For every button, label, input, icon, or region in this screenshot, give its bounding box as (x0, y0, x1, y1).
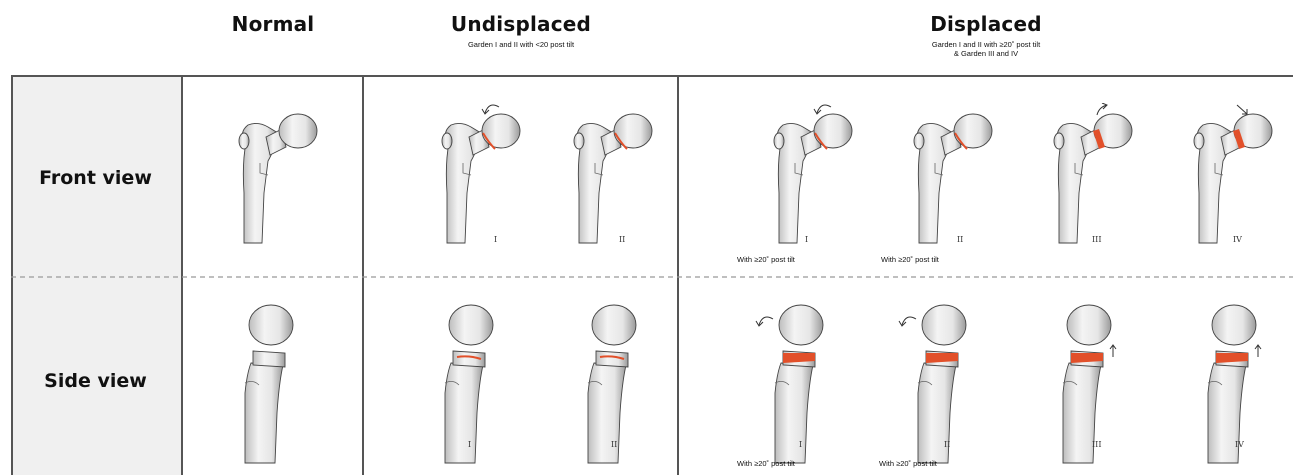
figure-front-displaced-grade-4 (1171, 103, 1281, 249)
femoral-head-side (249, 305, 293, 345)
header-displaced-title: Displaced (679, 12, 1293, 36)
figure-front-normal (216, 103, 326, 249)
header-undisplaced: Undisplaced Garden I and II with <20 pos… (364, 12, 678, 49)
greater-trochanter (1194, 133, 1204, 149)
grade-label-front-displaced-1: I (805, 235, 808, 244)
greater-trochanter (774, 133, 784, 149)
figure-front-displaced-grade-1 (751, 103, 861, 249)
grade-label-front-displaced-2: II (957, 235, 963, 244)
femur-shaft-side (245, 363, 283, 463)
figure-side-displaced-grade-4 (1186, 303, 1276, 468)
grade-label-side-undisplaced-1: I (468, 440, 471, 449)
femoral-head (482, 114, 520, 148)
figure-side-normal (223, 303, 313, 468)
greater-trochanter (1054, 133, 1064, 149)
grade-label-front-displaced-3: III (1092, 235, 1101, 244)
figure-front-undisplaced-grade-1 (419, 103, 529, 249)
header-normal-title: Normal (183, 12, 363, 36)
header-undisplaced-subtitle: Garden I and II with <20 post tilt (364, 40, 678, 49)
row-label-front-view: Front view (11, 167, 180, 189)
figure-front-displaced-grade-3 (1031, 103, 1141, 249)
grade-label-side-displaced-2: II (944, 440, 950, 449)
header-displaced-subtitle-line2: & Garden III and IV (679, 49, 1293, 58)
classification-grid: Front view Side view I II I II III IV Wi… (11, 75, 1293, 475)
figure-side-displaced-grade-1 (753, 303, 843, 468)
grade-label-front-undisplaced-1: I (494, 235, 497, 244)
femur-shaft-side (445, 363, 483, 463)
femoral-head-side (592, 305, 636, 345)
figure-front-undisplaced-grade-2 (551, 103, 661, 249)
grade-label-front-displaced-4: IV (1233, 235, 1242, 244)
femoral-head-side (922, 305, 966, 345)
greater-trochanter (914, 133, 924, 149)
header-undisplaced-title: Undisplaced (364, 12, 678, 36)
figure-front-displaced-grade-2 (891, 103, 1001, 249)
femoral-head (614, 114, 652, 148)
tilt-note-side-displaced-1: With ≥20˚ post tilt (737, 459, 795, 468)
greater-trochanter (574, 133, 584, 149)
header-displaced: Displaced Garden I and II with ≥20˚ post… (679, 12, 1293, 58)
grade-label-side-displaced-1: I (799, 440, 802, 449)
femur-shaft-side (775, 363, 813, 463)
grade-label-side-displaced-3: III (1092, 440, 1101, 449)
femoral-head-side (1067, 305, 1111, 345)
header-normal: Normal (183, 12, 363, 36)
header-displaced-subtitle-line1: Garden I and II with ≥20˚ post tilt (679, 40, 1293, 49)
femoral-neck-side (253, 351, 285, 367)
tilt-note-front-displaced-1: With ≥20˚ post tilt (737, 255, 795, 264)
femur-shaft-side (588, 363, 626, 463)
figure-side-displaced-grade-3 (1041, 303, 1131, 468)
figure-side-displaced-grade-2 (896, 303, 986, 468)
greater-trochanter (239, 133, 249, 149)
femoral-head (954, 114, 992, 148)
row-label-background (11, 75, 182, 475)
row-label-side-view: Side view (11, 370, 180, 392)
femoral-head (814, 114, 852, 148)
femoral-head-side (449, 305, 493, 345)
grade-label-side-undisplaced-2: II (611, 440, 617, 449)
femoral-head (279, 114, 317, 148)
greater-trochanter (442, 133, 452, 149)
grade-label-side-displaced-4: IV (1235, 440, 1244, 449)
displacement-arrow (1237, 105, 1247, 114)
tilt-note-front-displaced-2: With ≥20˚ post tilt (881, 255, 939, 264)
tilt-note-side-displaced-2: With ≥20˚ post tilt (879, 459, 937, 468)
femoral-head-side (779, 305, 823, 345)
femoral-head-side (1212, 305, 1256, 345)
grade-label-front-undisplaced-2: II (619, 235, 625, 244)
